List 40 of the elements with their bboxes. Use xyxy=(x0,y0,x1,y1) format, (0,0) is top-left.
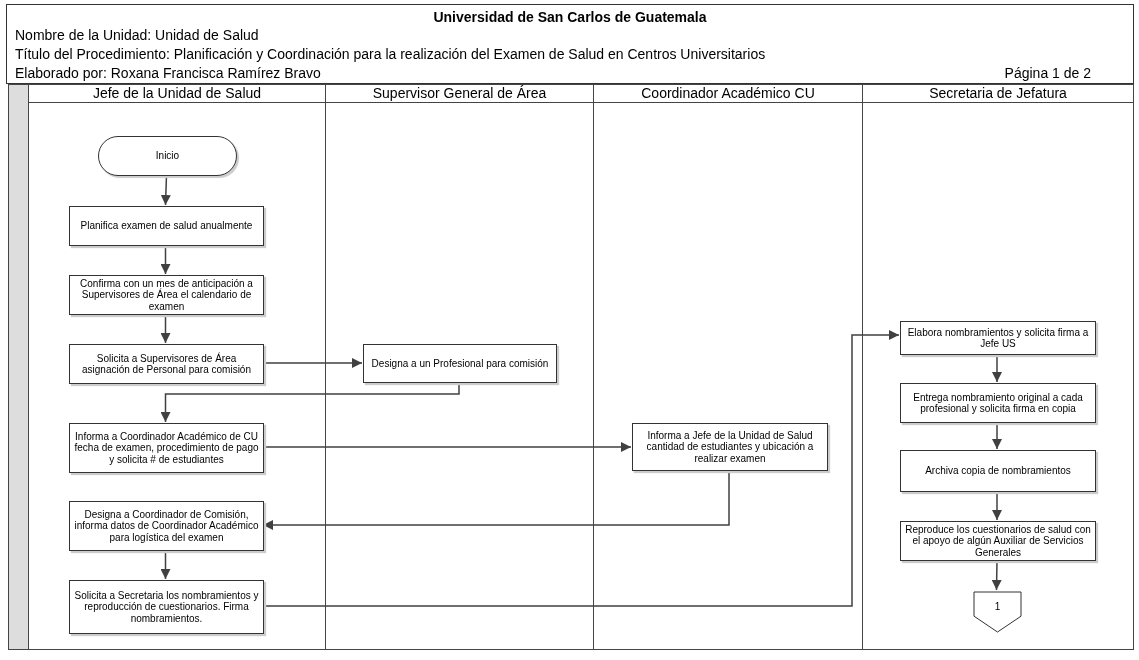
process-box: Solicita a Secretaria los nombramientos y reproducción de cuestionarios. Firma nombramientos. xyxy=(69,580,264,634)
arrow xyxy=(262,330,900,607)
lane-header: Jefe de la Unidad de Salud xyxy=(29,85,325,103)
process-box: Solicita a Supervisores de Área asignación de Personal para comisión xyxy=(69,344,264,384)
header-text: Nombre de la Unidad: Unidad de Salud xyxy=(15,27,259,43)
process-box: Reproduce los cuestionarios de salud con el apoyo de algún Auxiliar de Servicios Generales xyxy=(900,521,1096,561)
lane-header: Supervisor General de Área xyxy=(326,85,593,103)
swimlane xyxy=(325,84,594,650)
header-text: Título del Procedimiento: Planificación y Coordinación para la realización del Examen de Salud en Centros Universitarios xyxy=(15,46,766,62)
process-box: Designa a Coordinador de Comisión, informa datos de Coordinador Académico para logística del examen xyxy=(69,501,264,551)
title: Universidad de San Carlos de Guatemala xyxy=(432,9,708,25)
arrow xyxy=(262,358,363,368)
process-box: Designa a un Profesional para comisión xyxy=(363,344,557,383)
swimlane xyxy=(862,84,1134,650)
arrow xyxy=(160,549,171,580)
arrow xyxy=(992,353,1002,383)
process-box: Archiva copia de nombramientos xyxy=(900,450,1096,492)
arrow xyxy=(991,559,1002,591)
arrow xyxy=(262,442,632,452)
swimlane xyxy=(28,84,326,650)
arrow xyxy=(262,469,730,530)
process-box: Elabora nombramientos y solicita firma a Jefe US xyxy=(900,321,1096,355)
process-box: Entrega nombramiento original a cada profesional y solicita firma en copia xyxy=(900,383,1096,423)
terminator-shape: Inicio xyxy=(98,136,237,176)
process-box: Planifica examen de salud anualmente xyxy=(69,206,264,246)
header-text: Página 1 de 2 xyxy=(1004,65,1091,81)
header-text: Elaborado por: Roxana Francisca Ramírez Bravo xyxy=(15,65,321,81)
lane-header: Coordinador Académico CU xyxy=(594,85,862,103)
arrow xyxy=(160,244,171,275)
arrow xyxy=(160,174,171,206)
process-box: Confirma con un mes de anticipación a Supervisores de Área el calendario de examen xyxy=(69,275,264,315)
swimlane xyxy=(593,84,863,650)
arrow xyxy=(160,381,460,423)
process-box: Informa a Jefe de la Unidad de Salud cantidad de estudiantes y ubicación a realizar examen xyxy=(632,423,828,471)
arrow xyxy=(992,421,1002,450)
lane-header: Secretaria de Jefatura xyxy=(863,85,1133,103)
process-box: Informa a Coordinador Académico de CU fecha de examen, procedimiento de pago y solicita # de estudiantes xyxy=(69,423,264,473)
arrow xyxy=(160,313,171,344)
off-page-connector: 1 xyxy=(973,591,1022,633)
arrow xyxy=(992,490,1002,521)
